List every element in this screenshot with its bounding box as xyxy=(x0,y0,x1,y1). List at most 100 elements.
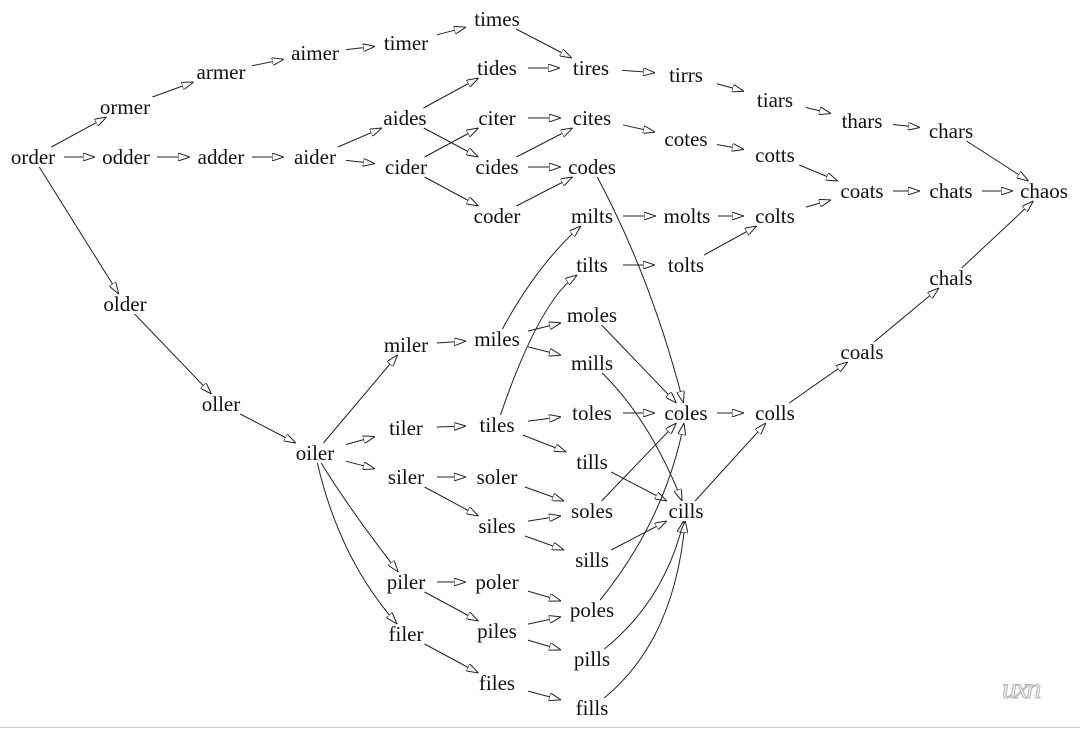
node-tires: tires xyxy=(573,56,609,80)
edge-order-to-older xyxy=(38,166,118,294)
edge-cills-to-colls xyxy=(694,423,766,502)
node-miler: miler xyxy=(384,333,428,357)
edge-oiler-to-piler xyxy=(320,462,398,572)
edge-piles-to-pills xyxy=(527,639,561,650)
edge-miler-to-miles xyxy=(436,341,466,343)
node-adder: adder xyxy=(198,145,245,169)
node-colts: colts xyxy=(755,204,795,228)
edge-tiles-to-toles xyxy=(527,417,561,421)
node-fills: fills xyxy=(576,696,609,720)
node-coder: coder xyxy=(474,204,521,228)
edge-poler-to-poles xyxy=(527,590,561,601)
node-sills: sills xyxy=(575,548,609,572)
edge-timer-to-times xyxy=(436,27,466,36)
node-oller: oller xyxy=(202,392,240,416)
edge-colts-to-coats xyxy=(805,200,831,208)
node-aides: aides xyxy=(383,106,426,130)
edge-tires-to-tirrs xyxy=(621,70,655,72)
node-cites: cites xyxy=(573,106,611,130)
node-odder: odder xyxy=(102,145,150,169)
edge-cider-to-citer xyxy=(424,128,479,158)
node-tiler: tiler xyxy=(389,416,423,440)
node-soler: soler xyxy=(477,465,518,489)
edge-piles-to-poles xyxy=(527,617,561,625)
node-piler: piler xyxy=(387,570,425,594)
node-tiles: tiles xyxy=(480,413,515,437)
node-timer: timer xyxy=(384,31,428,55)
edge-oiler-to-miler xyxy=(323,355,397,444)
edge-siles-to-sills xyxy=(524,535,564,550)
edge-cider-to-coder xyxy=(424,176,479,206)
node-cills: cills xyxy=(669,499,704,523)
node-cides: cides xyxy=(475,155,518,179)
watermark-logo: uxn xyxy=(1002,672,1040,705)
node-filer: filer xyxy=(389,622,424,646)
node-tiars: tiars xyxy=(757,88,793,112)
edge-cotts-to-coats xyxy=(798,164,838,181)
edge-miles-to-mills xyxy=(527,346,561,355)
edge-aider-to-aides xyxy=(337,128,382,148)
node-coats: coats xyxy=(840,179,883,203)
node-colls: colls xyxy=(755,401,795,425)
edge-poles-to-coles xyxy=(599,423,684,601)
edge-oiler-to-tiler xyxy=(345,437,375,445)
edge-mills-to-cills xyxy=(601,372,682,501)
edge-times-to-tires xyxy=(515,28,572,58)
node-toles: toles xyxy=(572,401,612,425)
edge-codes-to-coles xyxy=(596,176,683,403)
edge-miles-to-moles xyxy=(527,323,561,332)
edge-aides-to-tides xyxy=(423,78,478,109)
node-cider: cider xyxy=(385,155,427,179)
node-times: times xyxy=(474,7,520,31)
edge-thars-to-chars xyxy=(892,124,920,127)
edge-armer-to-aimer xyxy=(251,59,284,67)
edge-pills-to-cills xyxy=(604,521,683,650)
node-older: older xyxy=(103,292,146,316)
node-pills: pills xyxy=(574,647,610,671)
edge-older-to-oller xyxy=(134,313,212,394)
node-tides: tides xyxy=(477,56,517,80)
node-ormer: ormer xyxy=(100,95,150,119)
edge-soler-to-soles xyxy=(524,486,564,501)
edge-tirrs-to-tiars xyxy=(716,83,744,92)
node-chats: chats xyxy=(929,179,972,203)
node-citer: citer xyxy=(478,106,515,130)
node-aider: aider xyxy=(294,145,336,169)
edge-soles-to-coles xyxy=(601,423,677,502)
edge-miles-to-milts xyxy=(501,226,580,330)
edge-filer-to-files xyxy=(424,643,479,673)
edge-chars-to-chaos xyxy=(966,140,1029,181)
node-chaos: chaos xyxy=(1020,179,1068,203)
edge-tills-to-cills xyxy=(610,471,667,501)
edge-coals-to-chals xyxy=(873,288,939,343)
edge-cides-to-cites xyxy=(516,128,572,158)
node-milts: milts xyxy=(571,204,613,228)
edge-oiler-to-siler xyxy=(345,460,375,469)
node-siler: siler xyxy=(388,465,424,489)
edges-layer xyxy=(38,27,1033,700)
edge-tiler-to-tiles xyxy=(436,426,466,427)
node-thars: thars xyxy=(842,109,883,133)
node-tills: tills xyxy=(576,450,608,474)
node-cotts: cotts xyxy=(755,143,795,167)
edge-siler-to-siles xyxy=(424,486,479,516)
edge-order-to-ormer xyxy=(51,117,106,148)
edge-oller-to-oiler xyxy=(239,413,296,443)
node-poler: poler xyxy=(475,570,518,594)
node-aimer: aimer xyxy=(291,41,339,65)
edge-colls-to-coals xyxy=(788,362,847,404)
edge-tiles-to-tilts xyxy=(499,275,577,416)
edge-siles-to-soles xyxy=(527,516,561,521)
edge-tiars-to-thars xyxy=(805,107,831,113)
edge-piler-to-piles xyxy=(424,591,479,621)
node-molts: molts xyxy=(664,204,711,228)
node-order: order xyxy=(11,145,55,169)
edge-cites-to-cotes xyxy=(622,124,655,132)
edge-ormer-to-armer xyxy=(152,82,193,98)
node-coals: coals xyxy=(840,340,883,364)
edge-fills-to-cills xyxy=(603,521,685,699)
node-tirrs: tirrs xyxy=(669,63,703,87)
edge-sills-to-cills xyxy=(610,521,667,551)
